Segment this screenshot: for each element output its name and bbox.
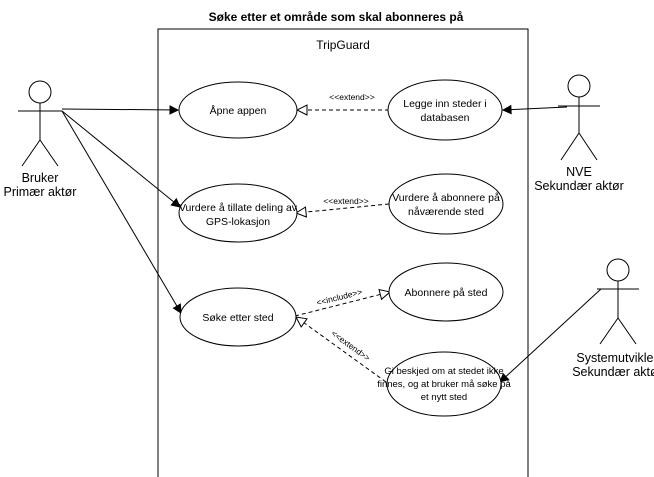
usecase-soke [179, 287, 297, 347]
usecase-legge-inn-label-2: databasen [420, 112, 469, 124]
system-boundary [157, 28, 529, 477]
extend-abonnere-gps [296, 203, 390, 213]
usecase-apne-appen [178, 81, 298, 139]
actor-bruker-role: Primær aktør [4, 185, 77, 199]
extend-label-2: <<extend>> [323, 196, 368, 206]
assoc-bruker-soke [61, 110, 181, 313]
usecase-legge-inn-label-1: Legge inn steder i [403, 98, 486, 110]
actor-bruker-name: Bruker [22, 171, 59, 185]
usecase-vurdere-gps-label-1: Vurdere å tillate deling av [179, 202, 298, 214]
extend-label-1: <<extend>> [329, 92, 374, 102]
usecase-soke-label: Søke etter sted [202, 312, 273, 324]
actor-nve [558, 74, 600, 161]
usecase-gi-beskjed-label-2: finnes, og at bruker må søke på [377, 379, 511, 390]
extend-gi-soke [296, 317, 387, 383]
actor-nve-role: Sekundær aktør [534, 179, 624, 193]
include-soke-abonnere [294, 292, 390, 317]
diagram-title: Søke etter et område som skal abonneres … [209, 10, 464, 24]
usecase-vurdere-abonnere-label-1: Vurdere å abonnere på [392, 192, 500, 204]
usecase-vurdere-abonnere-label-2: nåværende sted [408, 206, 484, 218]
actor-bruker [18, 80, 62, 167]
usecase-abonnere [388, 262, 504, 322]
extend-label-3: <<extend>> [329, 328, 372, 363]
assoc-bruker-apne [61, 109, 178, 110]
usecase-gi-beskjed-label-3: et nytt sted [421, 392, 467, 403]
usecase-vurdere-gps [178, 183, 298, 243]
assoc-bruker-gps [61, 110, 180, 207]
actor-systemutvikler-name: Systemutvikler [576, 351, 654, 365]
usecase-legge-inn [387, 79, 503, 141]
assoc-sysutv-gi [500, 288, 602, 382]
usecase-gi-beskjed-label-1: Gi beskjed om at stedet ikke [384, 366, 503, 377]
assoc-nve-legge [503, 107, 568, 110]
usecase-apne-appen-label: Åpne appen [210, 104, 267, 117]
usecase-gi-beskjed [386, 351, 502, 417]
usecase-vurdere-gps-label-2: GPS-lokasjon [206, 216, 270, 228]
usecase-abonnere-label: Abonnere på sted [405, 287, 488, 299]
actor-systemutvikler-role: Sekundær aktør [572, 365, 654, 379]
system-name: TripGuard [316, 38, 370, 52]
actor-systemutvikler [597, 258, 639, 345]
actor-nve-name: NVE [566, 165, 592, 179]
usecase-vurdere-abonnere [388, 173, 504, 235]
